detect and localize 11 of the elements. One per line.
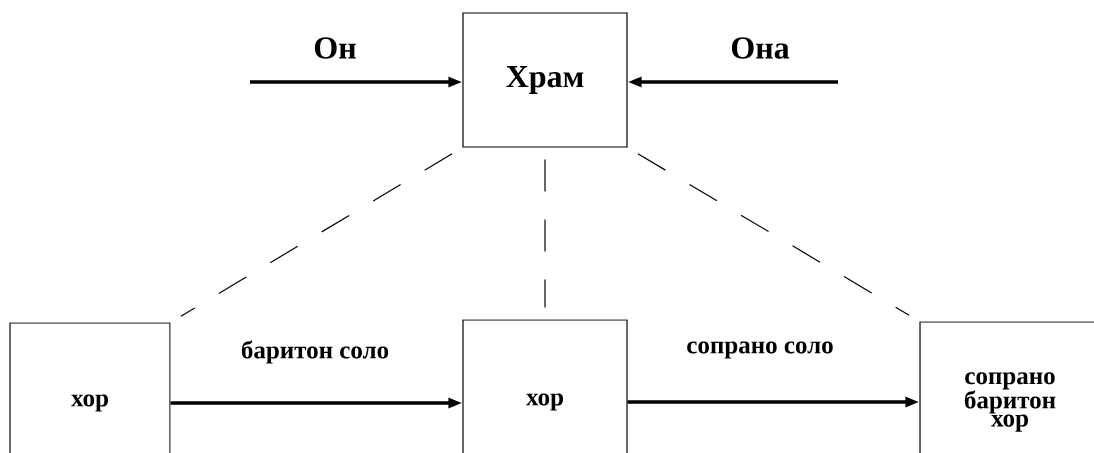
edge-label: Она bbox=[729, 36, 791, 60]
box: сопрано баритон хор bbox=[919, 321, 1094, 453]
edge-label: баритон соло bbox=[239, 339, 391, 365]
box: Храм bbox=[462, 12, 628, 148]
dashed-line bbox=[180, 153, 453, 317]
dashed-line bbox=[637, 153, 910, 316]
box: хор bbox=[9, 322, 171, 453]
box: хор bbox=[462, 319, 628, 453]
edge-label: сопрано соло bbox=[685, 340, 835, 360]
dashed-line bbox=[544, 159, 546, 308]
edge-label: Он bbox=[312, 36, 358, 60]
